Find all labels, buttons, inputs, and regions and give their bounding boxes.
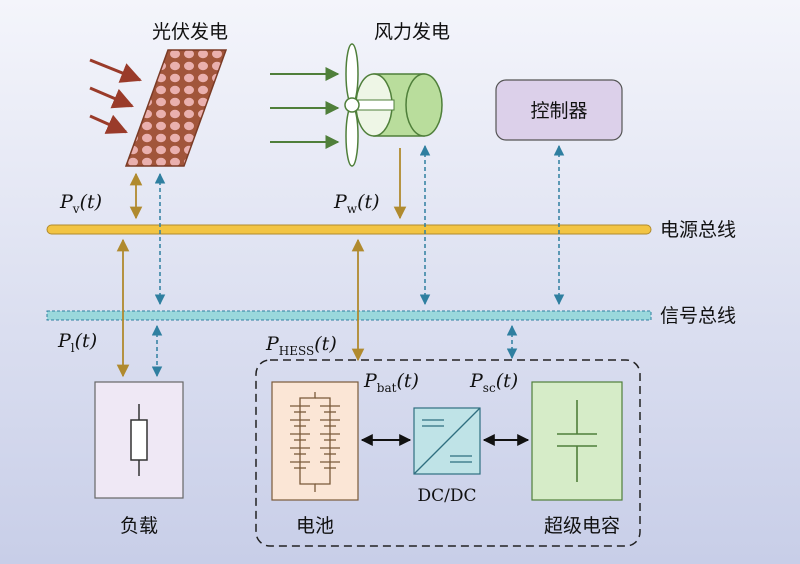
power-flows — [116, 148, 407, 378]
battery-label: 电池 — [296, 515, 334, 537]
signal-bus-label: 信号总线 — [660, 305, 736, 327]
controller-box — [495, 79, 623, 141]
dcdc-converter-icon — [413, 407, 481, 475]
load-label: 负载 — [120, 515, 158, 537]
supercap-label: 超级电容 — [544, 515, 620, 537]
hess-power-label: PHESS(t) — [265, 333, 337, 358]
battery-icon — [290, 392, 340, 492]
power-bus — [46, 224, 652, 235]
load-power-label: Pl(t) — [57, 330, 97, 355]
hess-group-box — [255, 359, 641, 547]
supercap-box — [531, 381, 623, 501]
wind-power-label: Pw(t) — [333, 191, 380, 216]
pv-panel-icon — [89, 49, 228, 167]
supercap-power-label: Psc(t) — [469, 370, 518, 395]
resistor-icon — [130, 404, 148, 476]
capacitor-icon — [557, 400, 597, 482]
battery-power-label: Pbat(t) — [363, 370, 419, 395]
signal-flows — [151, 144, 565, 378]
dcdc-label: DC/DC — [417, 486, 476, 506]
pv-label: 光伏发电 — [152, 21, 228, 43]
wind-label: 风力发电 — [374, 21, 450, 43]
pv-power-label: Pv(t) — [59, 191, 102, 216]
power-bus-label: 电源总线 — [660, 219, 736, 241]
controller-label: 控制器 — [530, 100, 587, 122]
signal-bus — [46, 310, 652, 321]
battery-box — [271, 381, 359, 501]
wind-turbine-icon — [270, 43, 443, 167]
